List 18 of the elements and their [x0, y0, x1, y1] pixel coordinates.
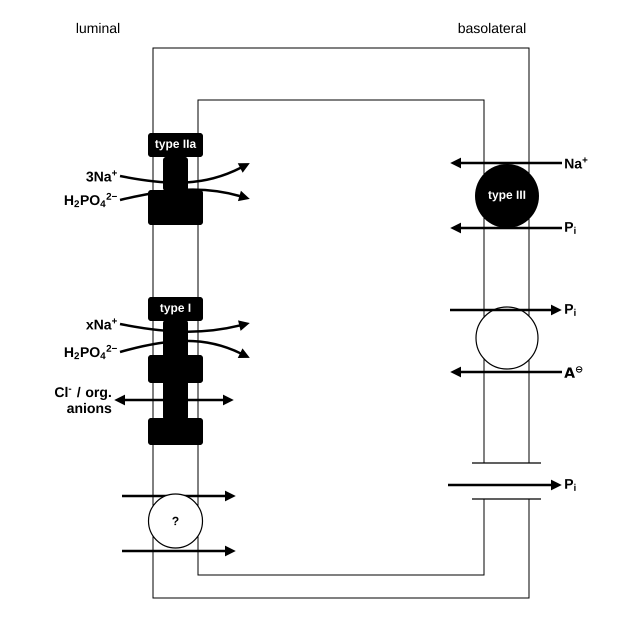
region-label: basolateral — [458, 22, 526, 34]
node-label: type IIa — [154, 140, 196, 150]
transporter: type III — [475, 164, 539, 228]
node-label: type I — [160, 304, 190, 314]
region-label: luminal — [76, 22, 120, 34]
ion-label: P$_{i}$ — [565, 222, 576, 234]
ion-label: P$_{i}$ — [565, 304, 576, 316]
transporter: type I — [148, 297, 203, 445]
transporter: type IIa — [148, 133, 203, 225]
ion-label: 3Na$^{+}$ — [86, 170, 117, 182]
ion-label: H$_{2}$PO$_{4}$2− — [64, 344, 117, 360]
carrier-circle — [475, 306, 539, 370]
ion-label: Na$^{+}$ — [565, 157, 588, 169]
ion-label: A$^{⊖}$ — [564, 366, 582, 378]
ion-label: H$_{2}$PO$_{4}$2− — [64, 192, 117, 208]
ion-label: Cl$^{-}$ / org. anions — [54, 386, 112, 414]
ion-label: xNa$^{+}$ — [86, 318, 117, 330]
ion-label: P$_{i}$ — [565, 479, 576, 491]
